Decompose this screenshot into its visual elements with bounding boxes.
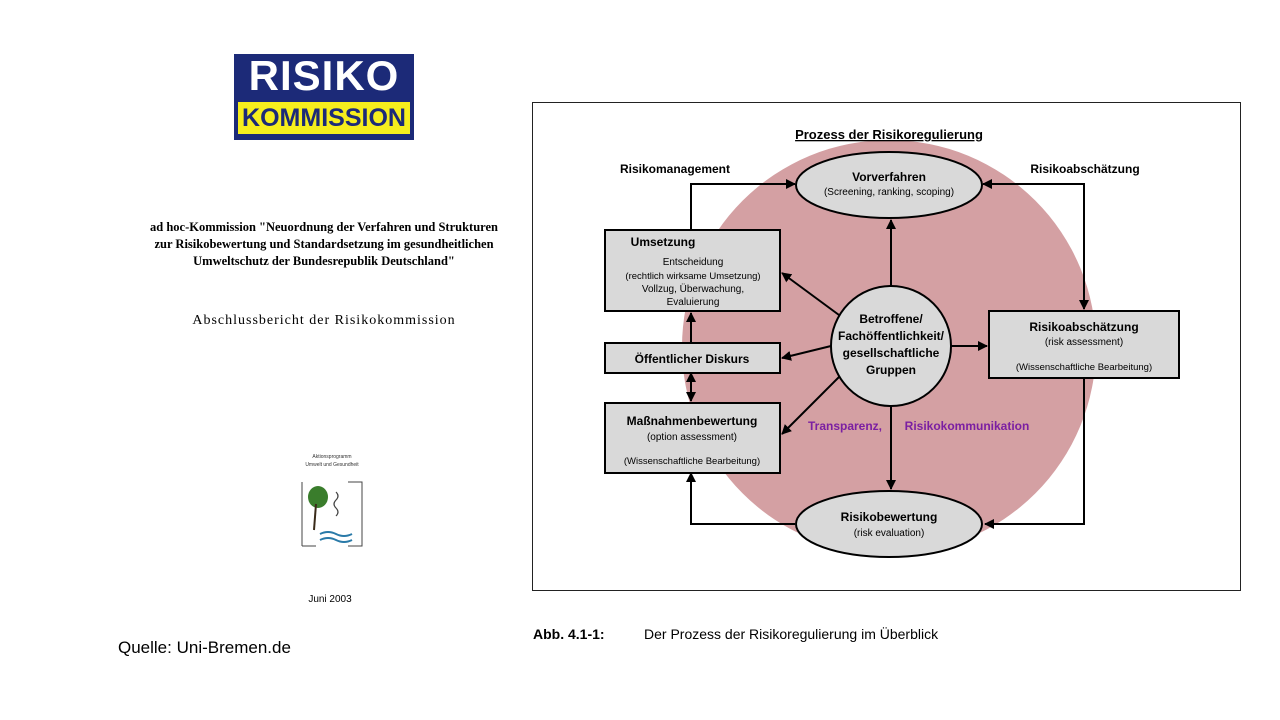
water-icon [319,531,353,537]
svg-text:Betroffene/: Betroffene/ [859,312,923,326]
svg-text:(Screening, ranking, scoping): (Screening, ranking, scoping) [824,187,954,198]
node-massnahmenbewertung: Maßnahmenbewertung (option assessment) (… [604,402,781,474]
svg-text:Risikoabschätzung: Risikoabschätzung [1029,320,1138,334]
label-risikokommunikation: Risikokommunikation [905,419,1030,433]
svg-text:Umsetzung: Umsetzung [631,235,696,249]
source-label: Quelle: Uni-Bremen.de [118,638,291,657]
staff-icon [333,491,339,517]
svg-text:Evaluierung: Evaluierung [667,297,720,308]
svg-text:(Wissenschaftliche Bearbeitung: (Wissenschaftliche Bearbeitung) [624,456,760,467]
svg-text:(risk evaluation): (risk evaluation) [854,528,925,539]
node-vorverfahren: Vorverfahren (Screening, ranking, scopin… [795,151,983,219]
program-line2: Umwelt und Gesundheit [305,462,359,468]
report-subtitle: Abschlussbericht der Risikokommission [192,313,456,328]
node-oeffentlicher-diskurs: Öffentlicher Diskurs [604,342,781,374]
caption-text: Der Prozess der Risikoregulierung im Übe… [644,626,939,642]
svg-text:(risk assessment): (risk assessment) [1045,337,1123,348]
svg-text:Entscheidung: Entscheidung [663,257,724,268]
label-risikomanagement: Risikomanagement [620,162,730,176]
svg-text:Maßnahmenbewertung: Maßnahmenbewertung [627,414,758,428]
svg-text:(option assessment): (option assessment) [647,432,737,443]
report-title: ad hoc-Kommission "Neuordnung der Verfah… [150,220,498,268]
label-transparenz: Transparenz, [808,419,882,433]
svg-text:Öffentlicher Diskurs: Öffentlicher Diskurs [635,351,750,366]
caption-label: Abb. 4.1-1: [533,626,605,642]
svg-text:Vorverfahren: Vorverfahren [852,170,926,184]
svg-text:(rechtlich wirksame Umsetzung): (rechtlich wirksame Umsetzung) [625,271,760,282]
report-date: Juni 2003 [308,594,352,605]
logo-line2: KOMMISSION [238,102,410,134]
svg-text:(Wissenschaftliche Bearbeitung: (Wissenschaftliche Bearbeitung) [1016,362,1152,373]
label-risikoabschaetzung: Risikoabschätzung [1030,162,1139,176]
node-risikoabschaetzung: Risikoabschätzung (risk assessment) (Wis… [988,310,1180,379]
svg-text:Risikobewertung: Risikobewertung [841,510,938,524]
tree-icon [308,486,328,508]
node-risikobewertung: Risikobewertung (risk evaluation) [795,490,983,558]
risk-regulation-diagram: Prozess der Risikoregulierung Risikomana… [532,102,1241,591]
svg-text:gesellschaftliche: gesellschaftliche [843,346,940,360]
logo-line1: RISIKO [234,54,414,98]
node-betroffene-gruppen: Betroffene/ Fachöffentlichkeit/ gesellsc… [830,285,952,407]
svg-text:Vollzug, Überwachung,: Vollzug, Überwachung, [642,283,744,295]
svg-text:Fachöffentlichkeit/: Fachöffentlichkeit/ [838,329,945,343]
program-line1: Aktionsprogramm [312,454,351,460]
risikokommission-logo: RISIKO KOMMISSION [234,54,414,140]
node-umsetzung: Umsetzung Entscheidung (rechtlich wirksa… [604,229,781,312]
svg-text:Gruppen: Gruppen [866,363,916,377]
diagram-title: Prozess der Risikoregulierung [795,127,983,142]
program-logo: Aktionsprogramm Umwelt und Gesundheit [294,452,370,552]
